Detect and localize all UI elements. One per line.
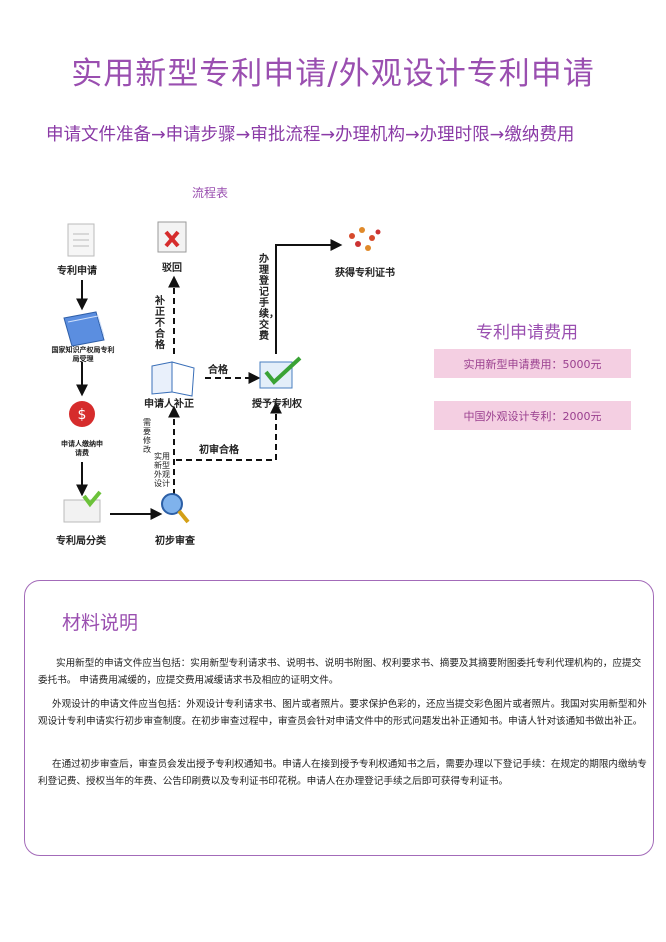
page-subtitle: 申请文件准备→申请步骤→审批流程→办理机构→办理时限→缴纳费用: [46, 125, 575, 145]
node-classify: 专利局分类: [56, 536, 106, 547]
fee-utility-box: 实用新型申请费用：5000元: [434, 349, 631, 378]
material-paragraph: 外观设计的申请文件应当包括：外观设计专利请求书、图片或者照片。要求保护色彩的，还…: [38, 699, 647, 727]
page-title: 实用新型专利申请/外观设计专利申请: [71, 56, 595, 92]
edge-label-not-qualified: 补正不合格: [155, 296, 165, 351]
node-apply: 专利申请: [57, 266, 97, 277]
edge-label-register: 办理登记手续，交费: [259, 254, 279, 342]
arrow-prelim-to-grant: [176, 401, 282, 461]
material-title: 材料说明: [62, 612, 139, 634]
node-supplement: 申请人补正: [144, 399, 194, 410]
book-icon: [151, 361, 195, 397]
folder-icon: [63, 311, 105, 347]
fees-title: 专利申请费用: [476, 323, 578, 343]
magnifier-icon: [161, 493, 190, 524]
classify-icon: [63, 490, 102, 523]
edge-label-prelim-qualified: 初审合格: [199, 445, 239, 456]
edge-label-qualified: 合格: [208, 365, 228, 376]
fee-design-box: 中国外观设计专利：2000元: [434, 401, 631, 430]
svg-text:$: $: [78, 407, 87, 423]
document-icon: [67, 223, 95, 257]
material-paragraph: 实用新型的申请文件应当包括：实用新型专利请求书、说明书、说明书附图、权利要求书、…: [38, 658, 642, 686]
reject-icon: [157, 221, 187, 253]
certificate-icon: [349, 227, 381, 251]
material-panel: [24, 580, 654, 856]
node-reject: 驳回: [162, 263, 182, 274]
money-icon: $: [69, 401, 95, 427]
flowchart-diagram: $: [63, 221, 381, 524]
arrow-grant-to-certificate: [275, 239, 343, 354]
node-grant: 授予专利权: [252, 399, 302, 410]
flowchart-title: 流程表: [192, 186, 229, 200]
node-certificate: 获得专利证书: [335, 268, 395, 279]
material-paragraph: 在通过初步审查后，审查员会发出授予专利权通知书。申请人在接到授予专利权通知书之后…: [38, 759, 647, 787]
edge-label-need-modify: 需要修改: [143, 418, 151, 454]
grant-icon: [259, 356, 302, 389]
node-pay: 申请人缴纳申请费: [61, 440, 103, 457]
node-office: 国家知识产权局专利局受理: [51, 346, 115, 363]
edge-label-utility-design: 实用新型外观设计: [154, 452, 170, 488]
node-prelim: 初步审查: [155, 536, 195, 547]
